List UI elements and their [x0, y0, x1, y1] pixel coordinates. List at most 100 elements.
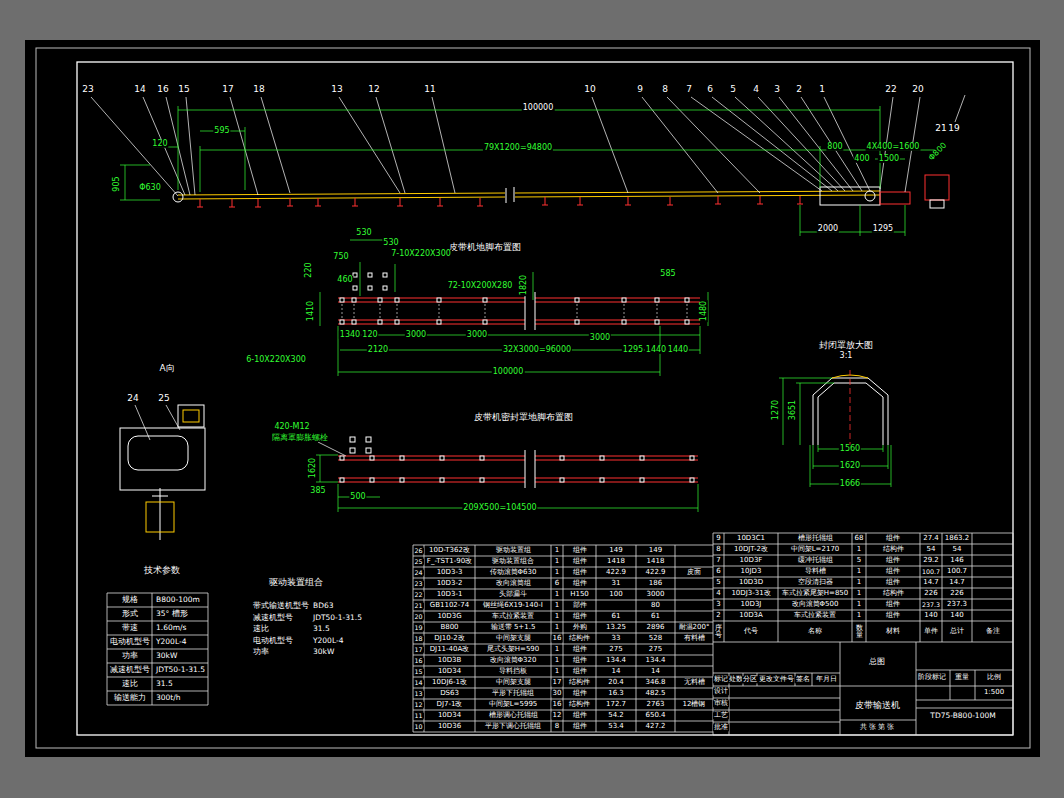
table-cell: 改向滚筒Φ320 — [489, 657, 538, 664]
table-cell: B800 — [439, 624, 459, 631]
dimension-text: 7-10X220X300 — [390, 250, 452, 258]
title-block-text: 比例 — [986, 674, 1002, 681]
table-cell: 组件 — [885, 601, 901, 608]
table-cell: 29.2 — [922, 557, 940, 564]
dimension-text: 3000 — [589, 334, 611, 342]
table-cell: 中间架支腿 — [495, 679, 532, 686]
dimension-text: 1500 — [878, 155, 900, 163]
table-cell: 427.2 — [644, 723, 666, 730]
callout-number: 9 — [636, 85, 644, 94]
table-cell: 35° 槽形 — [155, 610, 189, 618]
callout-number: 15 — [177, 85, 190, 94]
table-header: 备注 — [972, 628, 1013, 635]
table-cell: 1418 — [646, 558, 666, 565]
table-cell: 7 — [715, 557, 721, 564]
callout-number: 17 — [221, 85, 234, 94]
dimension-text: 32X3000=96000 — [502, 346, 572, 354]
table-cell: 10DJT-2改 — [733, 546, 769, 553]
title-block-text: 共 张 第 张 — [859, 724, 896, 731]
table-cell: 1 — [554, 569, 560, 576]
table-cell: 组件 — [885, 579, 901, 586]
table-cell: 10 — [413, 723, 423, 730]
table-cell: 10D34 — [437, 668, 462, 675]
table-cell: 组件 — [885, 557, 901, 564]
table-cell: 100.7 — [921, 568, 941, 575]
table-cell: 27.4 — [922, 535, 940, 542]
table-cell: 组件 — [572, 547, 588, 554]
dimension-text: 585 — [659, 270, 676, 278]
table-cell: 19 — [413, 624, 423, 631]
table-cell: 31 — [611, 580, 622, 587]
dimension-text: 1270 — [772, 399, 780, 421]
table-cell: 140 — [923, 612, 938, 619]
view-title: 3:1 — [839, 352, 854, 360]
table-cell: 80 — [650, 602, 661, 609]
table-cell: 10D-T362改 — [428, 547, 471, 554]
table-cell: 10DJ6-1改 — [431, 679, 468, 686]
table-cell: 16.3 — [607, 690, 625, 697]
table-cell: 186 — [648, 580, 663, 587]
table-cell: 中间架支腿 — [495, 635, 532, 642]
table-cell: 槽形调心托辊组 — [488, 712, 539, 719]
table-cell: 输送能力 — [113, 694, 147, 702]
table-cell: 减速机型号 — [109, 666, 151, 674]
dimension-text: 420-M12 — [273, 423, 310, 431]
table-cell: 140 — [949, 612, 964, 619]
dimension-text: 120 — [361, 331, 378, 339]
table-cell: 结构件 — [568, 701, 591, 708]
table-header: 单件 — [920, 628, 942, 635]
table-cell: JDT50-1-31.5 — [155, 666, 206, 674]
table-cell: 外购 — [572, 624, 588, 631]
table-cell: 61 — [650, 613, 661, 620]
table-cell: 10D3B — [437, 657, 463, 664]
table-cell: 槽形托辊组 — [797, 535, 834, 542]
table-cell: 带式输送机型号 — [252, 602, 310, 610]
title-block-text: 1:500 — [983, 689, 1005, 696]
table-cell: 149 — [648, 547, 663, 554]
table-cell: 33 — [611, 635, 622, 642]
title-block-text: 批准 — [713, 724, 729, 731]
dimension-text: 1666 — [839, 480, 861, 488]
table-cell: 1 — [554, 547, 560, 554]
table-cell: 1 — [856, 601, 862, 608]
title-block-text: TD75-B800-100M — [929, 712, 996, 720]
table-cell: 10D3G — [436, 613, 462, 620]
table-cell: 车式拉紧装置 — [793, 612, 837, 619]
table-cell: 1 — [856, 612, 862, 619]
callout-number: 4 — [752, 85, 760, 94]
dimension-text: 595 — [213, 127, 230, 135]
table-cell: Y200L-4 — [155, 638, 187, 646]
table-cell: 30kW — [312, 648, 335, 656]
note-text: 隔离罩膨胀螺栓 — [271, 434, 329, 442]
table-cell: 功率 — [252, 648, 270, 656]
table-cell: 13.25 — [605, 624, 627, 631]
table-cell: 驱动装置组 — [495, 547, 532, 554]
table-cell: 2 — [715, 612, 721, 619]
table-cell: 422.9 — [644, 569, 666, 576]
dimension-text: 1820 — [520, 274, 528, 296]
title-block-text: 工艺 — [713, 712, 729, 719]
callout-number: 22 — [884, 85, 897, 94]
table-cell: JDT50-1-31.5 — [312, 614, 363, 622]
table-cell: 导料槽 — [804, 568, 827, 575]
table-title: 驱动装置组合 — [268, 578, 324, 587]
table-cell: 结构件 — [568, 679, 591, 686]
table-cell: 482.5 — [644, 690, 666, 697]
table-cell: 组件 — [885, 568, 901, 575]
callout-number: 7 — [685, 85, 693, 94]
table-cell: 1863.2 — [944, 535, 971, 542]
table-cell: 2763 — [646, 701, 666, 708]
dimension-text: 120 — [151, 140, 168, 148]
table-cell: 速比 — [121, 680, 139, 688]
table-cell: 组件 — [572, 712, 588, 719]
dimension-text: 750 — [332, 253, 349, 261]
table-header: 名称 — [778, 628, 852, 635]
table-cell: 有料槽 — [683, 635, 706, 642]
callout-number: 2 — [795, 85, 803, 94]
table-cell: 23 — [413, 580, 423, 587]
table-cell: 14.7 — [922, 579, 940, 586]
table-cell: 3000 — [646, 591, 666, 598]
table-cell: 4 — [715, 590, 721, 597]
dimension-text: 530 — [355, 229, 372, 237]
table-cell: 650.4 — [644, 712, 666, 719]
